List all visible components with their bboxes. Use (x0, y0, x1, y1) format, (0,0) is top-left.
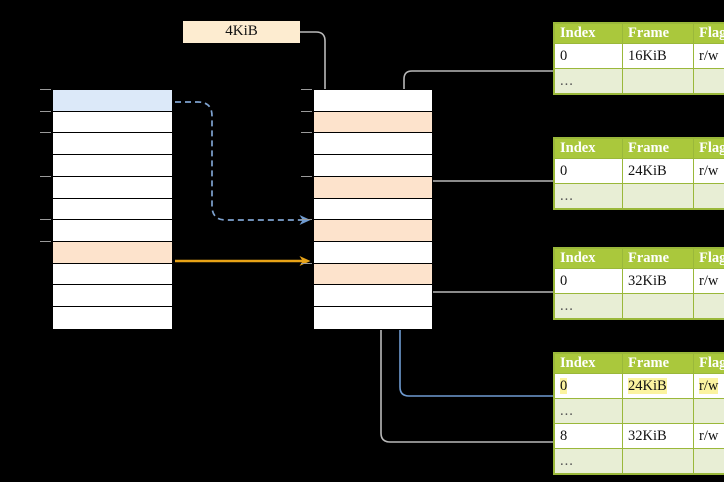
wire-table2-to-phys (417, 180, 553, 216)
table-header-row: IndexFrameFlags (554, 353, 724, 374)
cell-index[interactable]: 0 (554, 158, 623, 184)
cell-frame[interactable]: 24KiB (622, 158, 694, 184)
cell-flags[interactable] (693, 68, 724, 94)
virtual-page-row-1[interactable] (53, 111, 172, 134)
column-header-frame: Frame (622, 23, 694, 44)
page-table-level-3[interactable]: IndexFrameFlags032KiBr/w... (553, 247, 724, 320)
virtual-page-row-0[interactable] (53, 90, 172, 112)
physical-frame-row-1[interactable] (314, 111, 432, 134)
physical-frame-tick-0 (301, 89, 312, 90)
page-table-level-4[interactable]: IndexFrameFlags024KiBr/w...832KiBr/w... (553, 352, 724, 475)
physical-frame-row-2[interactable] (314, 133, 432, 156)
cell-index[interactable]: ... (554, 398, 623, 424)
physical-frame-row-4[interactable] (314, 176, 432, 199)
cell-flags[interactable] (693, 293, 724, 319)
cell-flags[interactable]: r/w (693, 43, 724, 69)
cell-index[interactable]: 8 (554, 423, 623, 449)
virtual-page-row-9[interactable] (53, 285, 172, 308)
physical-frame-row-10[interactable] (314, 307, 432, 329)
cell-index[interactable]: 0 (554, 43, 623, 69)
virtual-address-space-column[interactable] (52, 89, 173, 330)
table-row[interactable]: ... (554, 293, 724, 319)
cell-flags[interactable]: r/w (693, 373, 724, 399)
cell-flags[interactable]: r/w (693, 158, 724, 184)
physical-frame-row-7[interactable] (314, 242, 432, 264)
virtual-page-row-10[interactable] (53, 307, 172, 329)
physical-address-space-column[interactable] (313, 89, 433, 330)
column-header-index: Index (554, 138, 623, 159)
table-row[interactable]: ... (554, 398, 724, 424)
table-header-row: IndexFrameFlags (554, 248, 724, 269)
cell-frame[interactable]: 24KiB (622, 373, 694, 399)
page-table-level-1[interactable]: IndexFrameFlags016KiBr/w... (553, 22, 724, 95)
virtual-page-row-8[interactable] (53, 263, 172, 286)
virtual-page-row-4[interactable] (53, 176, 172, 199)
virtual-page-row-2[interactable] (53, 133, 172, 156)
virtual-page-row-6[interactable] (53, 220, 172, 243)
virtual-page-tick-6 (40, 219, 51, 221)
virtual-page-row-5[interactable] (53, 198, 172, 221)
table-header-row: IndexFrameFlags (554, 23, 724, 44)
cell-flags[interactable]: r/w (693, 423, 724, 449)
cell-index[interactable]: 0 (554, 373, 623, 399)
cell-flags[interactable]: r/w (693, 268, 724, 294)
physical-frame-tick-2 (301, 132, 312, 134)
column-header-index: Index (554, 353, 623, 374)
table-row[interactable]: ... (554, 448, 724, 474)
physical-frame-tick-8 (301, 262, 312, 264)
virtual-page-tick-7 (40, 241, 51, 243)
virtual-page-tick-0 (40, 89, 51, 90)
table-header-row: IndexFrameFlags (554, 138, 724, 159)
physical-frame-row-9[interactable] (314, 285, 432, 308)
physical-frame-tick-6 (301, 219, 312, 221)
cell-index[interactable]: ... (554, 293, 623, 319)
physical-frame-row-8[interactable] (314, 263, 432, 286)
physical-frame-row-0[interactable] (314, 90, 432, 112)
virtual-page-tick-1 (40, 110, 51, 112)
cell-frame[interactable]: 16KiB (622, 43, 694, 69)
physical-frame-row-6[interactable] (314, 220, 432, 243)
column-header-flags: Flags (693, 138, 724, 159)
physical-frame-tick-4 (301, 175, 312, 177)
table-row[interactable]: ... (554, 68, 724, 94)
cell-index[interactable]: ... (554, 183, 623, 209)
cell-frame[interactable] (622, 293, 694, 319)
page-size-label: 4KiB (183, 21, 300, 43)
column-header-frame: Frame (622, 248, 694, 269)
cell-index[interactable]: ... (554, 68, 623, 94)
column-header-flags: Flags (693, 23, 724, 44)
cell-frame[interactable] (622, 448, 694, 474)
physical-frame-tick-1 (301, 110, 312, 112)
virtual-page-row-3[interactable] (53, 155, 172, 177)
cell-frame[interactable] (622, 183, 694, 209)
cell-flags[interactable] (693, 183, 724, 209)
cell-flags[interactable] (693, 398, 724, 424)
column-header-index: Index (554, 248, 623, 269)
table-row[interactable]: ... (554, 183, 724, 209)
wire-virtual-to-physical-dashed (175, 101, 311, 225)
cell-frame[interactable] (622, 398, 694, 424)
physical-frame-row-3[interactable] (314, 155, 432, 177)
cell-frame[interactable]: 32KiB (622, 423, 694, 449)
column-header-frame: Frame (622, 138, 694, 159)
column-header-flags: Flags (693, 353, 724, 374)
cell-frame[interactable]: 32KiB (622, 268, 694, 294)
virtual-page-tick-4 (40, 175, 51, 177)
column-header-index: Index (554, 23, 623, 44)
virtual-page-row-7[interactable] (53, 242, 172, 264)
cell-frame[interactable] (622, 68, 694, 94)
virtual-page-tick-2 (40, 132, 51, 134)
column-header-frame: Frame (622, 353, 694, 374)
cell-index[interactable]: 0 (554, 268, 623, 294)
column-header-flags: Flags (693, 248, 724, 269)
cell-index[interactable]: ... (554, 448, 623, 474)
page-table-level-2[interactable]: IndexFrameFlags024KiBr/w... (553, 137, 724, 210)
cell-flags[interactable] (693, 448, 724, 474)
physical-frame-row-5[interactable] (314, 198, 432, 221)
